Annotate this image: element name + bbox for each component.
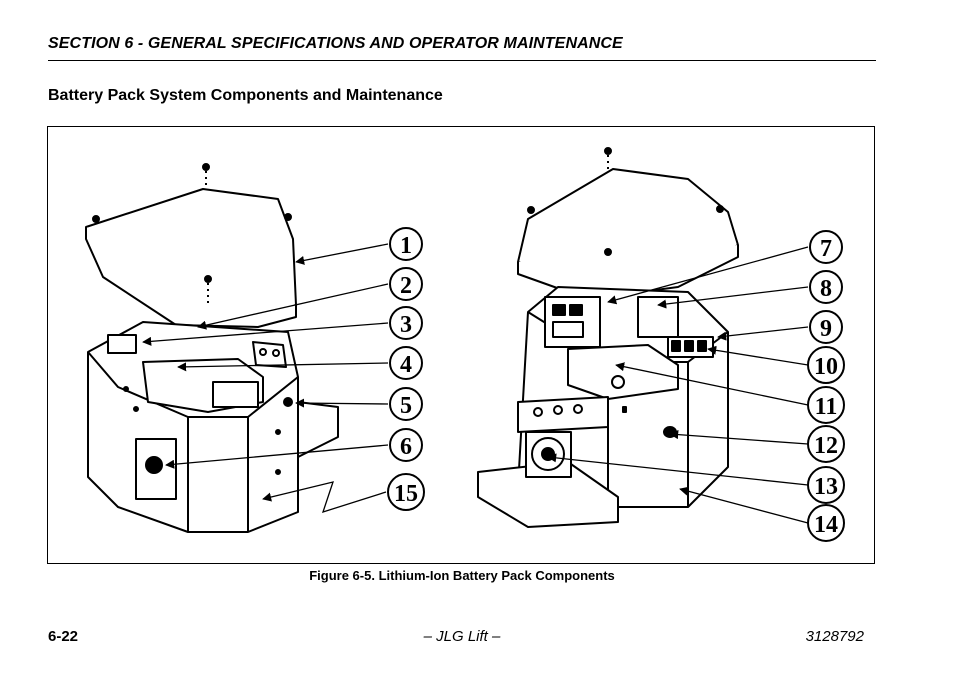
figure-caption: Figure 6-5. Lithium-Ion Battery Pack Com… [309, 568, 615, 583]
page-subtitle: Battery Pack System Components and Maint… [48, 87, 443, 104]
callout-label: 13 [814, 474, 838, 500]
callout-label: 8 [820, 276, 832, 302]
callout-label: 5 [400, 393, 412, 419]
callout-label: 15 [394, 481, 418, 507]
callout-5: 5 [389, 387, 423, 421]
callout-6: 6 [389, 428, 423, 462]
header-rule [48, 60, 876, 61]
right-battery-assembly [477, 147, 739, 528]
callout-14: 14 [807, 504, 845, 542]
callout-label: 3 [400, 312, 412, 338]
callout-label: 10 [814, 354, 838, 380]
callout-11: 11 [807, 386, 845, 424]
callouts: 1 2 3 4 5 6 15 7 8 9 10 11 12 13 14 [387, 227, 845, 542]
callout-label: 6 [400, 434, 412, 460]
callout-4: 4 [389, 346, 423, 380]
callout-label: 9 [820, 316, 832, 342]
page-number: 6-22 [48, 628, 79, 645]
callout-7: 7 [809, 230, 843, 264]
battery-pack-illustration: 1 2 3 4 5 6 15 7 8 9 10 11 12 13 14 [85, 147, 845, 542]
callout-label: 11 [815, 394, 838, 420]
figure-frame: 1 2 3 4 5 6 15 7 8 9 10 11 12 13 14 [47, 126, 875, 564]
section-title: SECTION 6 - GENERAL SPECIFICATIONS AND O… [48, 35, 623, 52]
callout-15: 15 [387, 473, 425, 511]
document-number: 3128792 [805, 628, 864, 645]
left-battery-assembly [85, 163, 339, 533]
callout-3: 3 [389, 306, 423, 340]
callout-label: 12 [814, 433, 838, 459]
callout-12: 12 [807, 425, 845, 463]
callout-9: 9 [809, 310, 843, 344]
callout-label: 14 [814, 512, 838, 538]
callout-1: 1 [389, 227, 423, 261]
leader-lines [142, 243, 809, 524]
callout-8: 8 [809, 270, 843, 304]
callout-2: 2 [389, 267, 423, 301]
callout-label: 2 [400, 273, 412, 299]
callout-13: 13 [807, 466, 845, 504]
callout-10: 10 [807, 346, 845, 384]
callout-label: 7 [820, 236, 832, 262]
callout-label: 1 [400, 233, 412, 259]
callout-label: 4 [400, 352, 412, 378]
footer-publisher: – JLG Lift – [423, 628, 501, 645]
